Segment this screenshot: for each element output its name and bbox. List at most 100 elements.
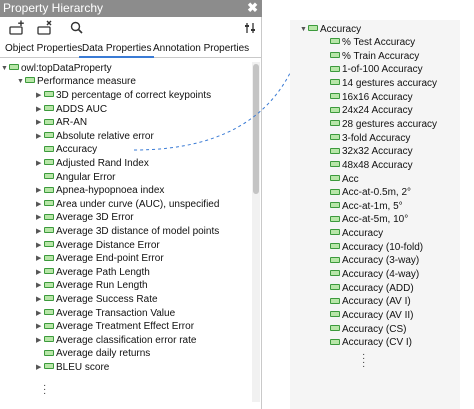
expand-icon[interactable]: ▶ <box>36 132 42 140</box>
tree-item-label: Average Distance Error <box>56 239 160 251</box>
data-property-icon <box>44 118 54 125</box>
tree-item[interactable]: ▶AR-AN <box>36 116 87 129</box>
data-property-icon <box>330 256 340 263</box>
right-tree-item[interactable]: Accuracy (10-fold) <box>330 242 423 254</box>
tree-item[interactable]: ▶Average Transaction Value <box>36 307 175 320</box>
data-property-icon <box>44 322 54 329</box>
tree-item-label: Average Path Length <box>56 266 150 278</box>
expand-icon[interactable]: ▶ <box>36 336 42 344</box>
tree-item[interactable]: ▶Average Run Length <box>36 279 148 292</box>
tree-item-label: Apnea-hypopnoea index <box>56 185 165 197</box>
data-property-icon <box>44 254 54 261</box>
right-tree-item[interactable]: 1-of-100 Accuracy <box>330 64 423 76</box>
right-tree-item[interactable]: 48x48 Accuracy <box>330 160 413 172</box>
tab-object-properties[interactable]: Object Properties <box>5 43 83 54</box>
scrollbar-thumb[interactable] <box>253 64 259 194</box>
right-tree-root[interactable]: ▼Accuracy <box>300 24 361 36</box>
expand-icon[interactable]: ▶ <box>36 119 42 127</box>
right-tree-item[interactable]: Accuracy (3-way) <box>330 255 419 267</box>
tab-annotation-properties[interactable]: Annotation Properties <box>153 43 250 54</box>
expand-icon[interactable]: ▶ <box>36 241 42 249</box>
tree-item[interactable]: ▶Average 3D distance of model points <box>36 225 219 238</box>
right-tree-item-label: Accuracy (AV I) <box>342 296 411 308</box>
collapse-icon[interactable]: ▼ <box>1 65 8 72</box>
data-property-icon <box>330 284 340 291</box>
right-tree-item[interactable]: Acc <box>330 174 359 186</box>
tree-item[interactable]: ▶ADDS AUC <box>36 103 107 116</box>
right-tree-item[interactable]: 32x32 Accuracy <box>330 146 413 158</box>
data-property-icon <box>330 243 340 250</box>
right-tree-item[interactable]: Acc-at-0.5m, 2° <box>330 187 411 199</box>
data-property-icon <box>44 308 54 315</box>
right-tree-item[interactable]: 16x16 Accuracy <box>330 92 413 104</box>
data-property-icon <box>44 268 54 275</box>
data-property-icon <box>44 186 54 193</box>
tree-item[interactable]: ▶3D percentage of correct keypoints <box>36 89 211 102</box>
data-property-icon <box>44 363 54 370</box>
expand-icon[interactable]: ▶ <box>36 160 42 167</box>
right-tree-item-label: Accuracy (CV I) <box>342 337 413 349</box>
right-tree-item[interactable]: Accuracy (4-way) <box>330 269 419 281</box>
expand-icon[interactable]: ▶ <box>36 282 42 290</box>
tree-root[interactable]: ▼owl:topDataProperty <box>1 62 112 75</box>
right-tree-item[interactable]: Accuracy (CS) <box>330 324 406 336</box>
tree-item[interactable]: Average daily returns <box>36 347 150 360</box>
tree-item[interactable]: ▶Average End-point Error <box>36 252 164 265</box>
right-tree-item[interactable]: Accuracy (ADD) <box>330 283 414 295</box>
sort-icon[interactable] <box>244 20 256 38</box>
expand-icon[interactable]: ▶ <box>36 268 42 276</box>
tree-item[interactable]: ▶BLEU score <box>36 361 109 374</box>
expand-icon[interactable]: ▶ <box>36 92 42 99</box>
expand-icon[interactable]: ▶ <box>36 187 42 195</box>
expand-icon[interactable]: ▶ <box>36 200 42 208</box>
expand-icon[interactable]: ▶ <box>36 228 42 235</box>
expand-icon[interactable]: ▶ <box>36 296 42 303</box>
close-icon[interactable]: ✖ <box>247 0 258 15</box>
data-property-icon <box>44 213 54 220</box>
add-sibling-icon[interactable] <box>36 20 54 38</box>
collapse-icon[interactable]: ▼ <box>17 78 24 85</box>
add-subproperty-icon[interactable] <box>8 20 26 38</box>
right-tree-item[interactable]: 28 gestures accuracy <box>330 119 437 131</box>
right-tree-item[interactable]: Accuracy <box>330 228 383 240</box>
right-tree-item[interactable]: % Test Accuracy <box>330 37 415 49</box>
tree-item[interactable]: ▶ Apnea-hypopnoea index <box>36 184 164 197</box>
right-tree-item-label: Accuracy <box>342 228 384 240</box>
right-tree-item[interactable]: % Train Accuracy <box>330 51 419 63</box>
tree-item[interactable]: Accuracy <box>36 143 97 156</box>
tree-item[interactable]: ▶ Average Distance Error <box>36 239 160 252</box>
expand-icon[interactable]: ▶ <box>36 255 42 263</box>
right-tree-item[interactable]: Accuracy (CV I) <box>330 337 412 349</box>
tree-item[interactable]: ▶Average Success Rate <box>36 293 158 306</box>
tree-item[interactable]: Angular Error <box>36 171 115 184</box>
tree-item[interactable]: ▶Absolute relative error <box>36 130 154 143</box>
collapse-icon[interactable]: ▼ <box>300 26 307 33</box>
tab-data-properties[interactable]: Data Properties <box>79 41 155 58</box>
tree-group[interactable]: ▼ Performance measure <box>17 75 136 88</box>
right-tree-item[interactable]: 14 gestures accuracy <box>330 78 437 90</box>
tree-item[interactable]: ▶Area under curve (AUC), unspecified <box>36 198 219 211</box>
tree-item[interactable]: ▶Average classification error rate <box>36 334 196 347</box>
expand-icon[interactable]: ▶ <box>36 214 42 222</box>
expand-icon[interactable]: ▶ <box>36 323 42 331</box>
data-property-icon <box>330 38 340 45</box>
right-tree-item[interactable]: 24x24 Accuracy <box>330 105 413 117</box>
tree-item[interactable]: ▶Average Treatment Effect Error <box>36 320 194 333</box>
expand-icon[interactable]: ▶ <box>36 105 42 113</box>
right-tree-item[interactable]: 3-fold Accuracy <box>330 133 410 145</box>
right-tree-item[interactable]: Accuracy (AV II) <box>330 310 414 322</box>
expand-icon[interactable]: ▶ <box>36 309 42 317</box>
right-tree-item-label: Acc-at-1m, 5° <box>342 200 403 212</box>
right-tree-item[interactable]: Acc-at-5m, 10° <box>330 214 408 226</box>
right-tree-item[interactable]: Accuracy (AV I) <box>330 296 411 308</box>
right-tree-item[interactable]: Acc-at-1m, 5° <box>330 201 403 213</box>
expand-icon[interactable]: ▶ <box>36 364 42 371</box>
right-tree-item-label: 32x32 Accuracy <box>342 146 413 158</box>
tree-item[interactable]: ▶Average 3D Error <box>36 211 134 224</box>
tree-group-label: Performance measure <box>37 76 136 87</box>
scrollbar-track[interactable] <box>252 62 260 402</box>
tree-item[interactable]: ▶Adjusted Rand Index <box>36 157 149 170</box>
tree-item[interactable]: ▶ Average Path Length <box>36 266 150 279</box>
search-icon[interactable] <box>70 20 84 38</box>
data-property-icon <box>330 202 340 209</box>
